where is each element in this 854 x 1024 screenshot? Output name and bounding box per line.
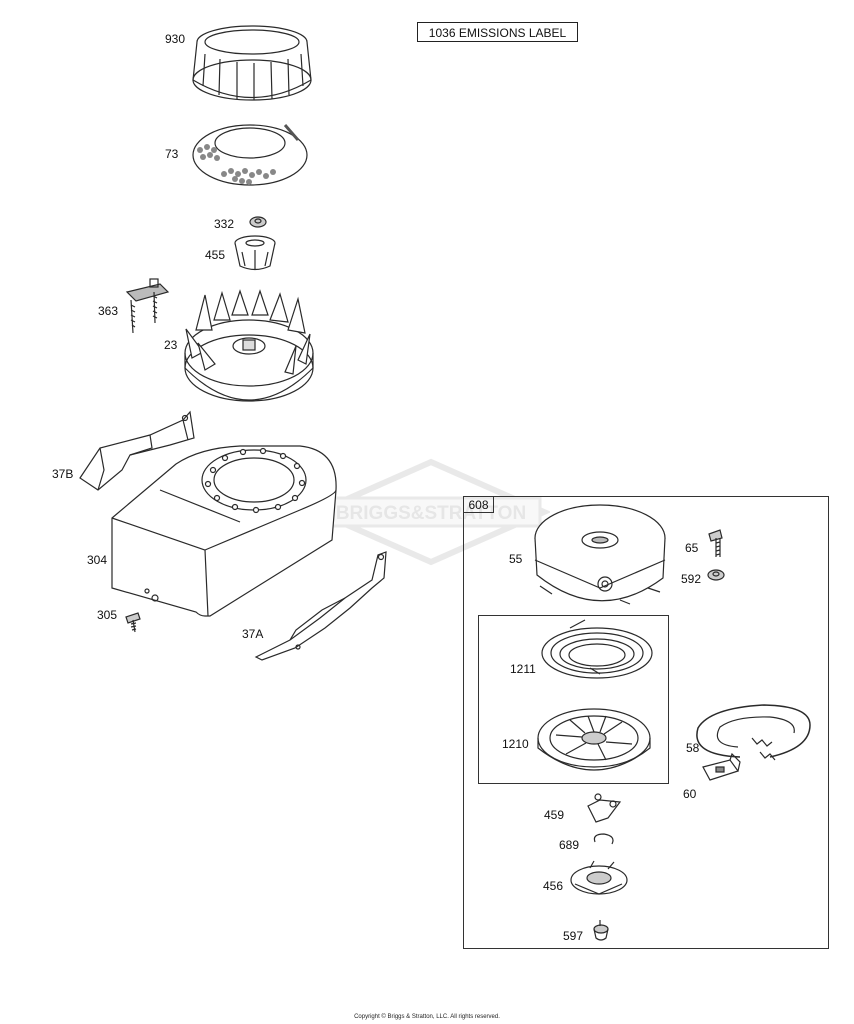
part-332-nut — [249, 216, 267, 228]
part-23-flywheel — [184, 289, 314, 402]
part-73-screen — [192, 124, 308, 186]
brand-watermark-logo: BRIGGS&STRATTON — [312, 458, 550, 566]
callout-332[interactable]: 332 — [214, 217, 235, 231]
callout-65[interactable]: 65 — [685, 541, 699, 555]
part-37a-air-guide — [254, 551, 387, 661]
callout-55[interactable]: 55 — [509, 552, 523, 566]
part-1210-pulley — [537, 708, 651, 771]
callout-37b[interactable]: 37B — [52, 467, 74, 481]
pulley-spring-sub-box — [478, 615, 669, 784]
callout-58[interactable]: 58 — [686, 741, 700, 755]
callout-23[interactable]: 23 — [164, 338, 178, 352]
part-58-starter-rope — [696, 704, 811, 761]
callout-304[interactable]: 304 — [87, 553, 108, 567]
part-55-starter-housing — [534, 504, 666, 605]
part-1211-rewind-spring — [541, 619, 653, 679]
part-304-blower-housing — [111, 445, 337, 617]
part-60-starter-handle — [702, 752, 741, 781]
part-363-bracket — [125, 278, 170, 334]
callout-456[interactable]: 456 — [543, 879, 564, 893]
callout-592[interactable]: 592 — [681, 572, 702, 586]
part-459-pawl — [587, 793, 622, 823]
part-65-bolt — [708, 529, 723, 557]
part-592-nut — [707, 569, 725, 581]
callout-455[interactable]: 455 — [205, 248, 226, 262]
callout-597[interactable]: 597 — [563, 929, 584, 943]
callout-930[interactable]: 930 — [165, 32, 186, 46]
callout-60[interactable]: 60 — [683, 787, 697, 801]
callout-1210[interactable]: 1210 — [502, 737, 529, 751]
callout-73[interactable]: 73 — [165, 147, 179, 161]
callout-459[interactable]: 459 — [544, 808, 565, 822]
part-455-starter-clutch — [234, 235, 276, 271]
callout-689[interactable]: 689 — [559, 838, 580, 852]
part-689-retainer-ring — [593, 833, 614, 845]
kit-number-tag: 608 — [464, 497, 494, 513]
copyright-text: Copyright © Briggs & Stratton, LLC. All … — [354, 1014, 500, 1020]
callout-305[interactable]: 305 — [97, 608, 118, 622]
starter-kit-box — [463, 496, 829, 949]
callout-1211[interactable]: 1211 — [510, 662, 536, 676]
part-305-screw — [125, 612, 141, 633]
watermark-text: BRIGGS&STRATTON — [336, 503, 526, 524]
part-597-screw — [593, 920, 609, 941]
callout-363[interactable]: 363 — [98, 304, 119, 318]
emissions-label-box: 1036 EMISSIONS LABEL — [417, 22, 578, 42]
part-456-retainer-plate — [570, 860, 628, 895]
part-930-screen-ring — [192, 25, 312, 101]
part-37b-air-guide — [79, 410, 195, 491]
callout-37a[interactable]: 37A — [242, 627, 264, 641]
